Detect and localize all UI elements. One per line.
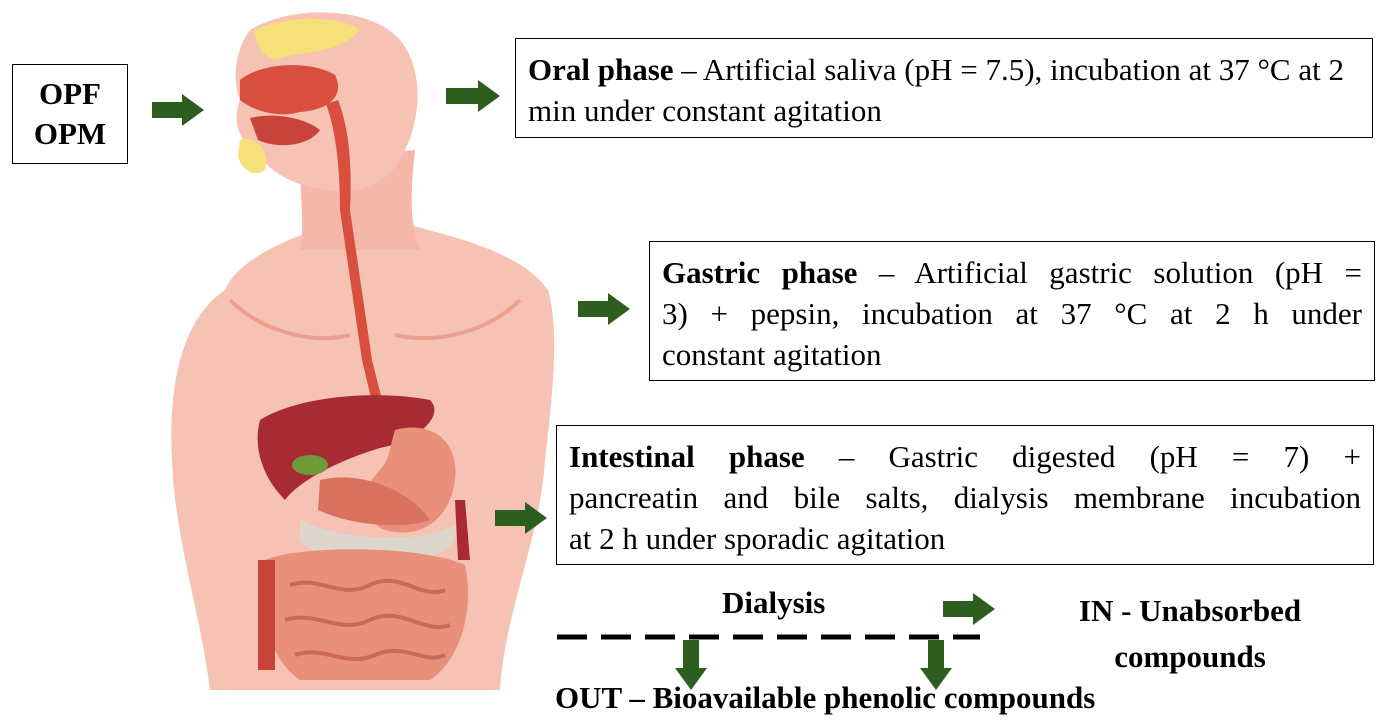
- in-label-line-1: IN - Unabsorbed: [1040, 588, 1340, 634]
- gastric-phase-line-2: 3) + pepsin, incubation at 37 °C at 2 h …: [662, 293, 1362, 334]
- dialysis-label: Dialysis: [722, 585, 825, 621]
- intestinal-phase-line-2: pancreatin and bile salts, dialysis memb…: [569, 477, 1361, 518]
- gastric-phase-box: Gastric phase – Artificial gastric solut…: [649, 241, 1375, 381]
- intestinal-phase-line-3: at 2 h under sporadic agitation: [569, 518, 1361, 559]
- input-label-opm: OPM: [34, 114, 106, 154]
- input-label-opf: OPF: [39, 74, 101, 114]
- gastric-phase-line-1: Gastric phase – Artificial gastric solut…: [662, 252, 1362, 293]
- intestinal-phase-title: Intestinal phase: [569, 439, 805, 474]
- arrow-dialysis-to-in: [943, 593, 995, 625]
- input-samples-box: OPF OPM: [12, 64, 128, 164]
- arrow-opf-to-body: [152, 94, 204, 126]
- gastric-phase-title: Gastric phase: [662, 255, 857, 290]
- intestinal-phase-box: Intestinal phase – Gastric digested (pH …: [556, 425, 1374, 565]
- intestinal-phase-line-1-text: – Gastric digested (pH = 7) +: [805, 439, 1361, 474]
- out-bioavailable-label: OUT – Bioavailable phenolic compounds: [555, 680, 1095, 716]
- oral-phase-title: Oral phase: [528, 52, 674, 87]
- human-body-illustration: [171, 12, 554, 690]
- gastric-phase-line-3: constant agitation: [662, 334, 1362, 375]
- in-label-line-2: compounds: [1040, 634, 1340, 680]
- oral-phase-box: Oral phase – Artificial saliva (pH = 7.5…: [515, 38, 1373, 138]
- arrow-to-gastric-phase: [578, 293, 630, 325]
- in-unabsorbed-label: IN - Unabsorbed compounds: [1040, 588, 1340, 680]
- gastric-phase-line-1-text: – Artificial gastric solution (pH =: [857, 255, 1362, 290]
- intestinal-phase-line-1: Intestinal phase – Gastric digested (pH …: [569, 436, 1361, 477]
- arrow-to-oral-phase: [446, 80, 500, 112]
